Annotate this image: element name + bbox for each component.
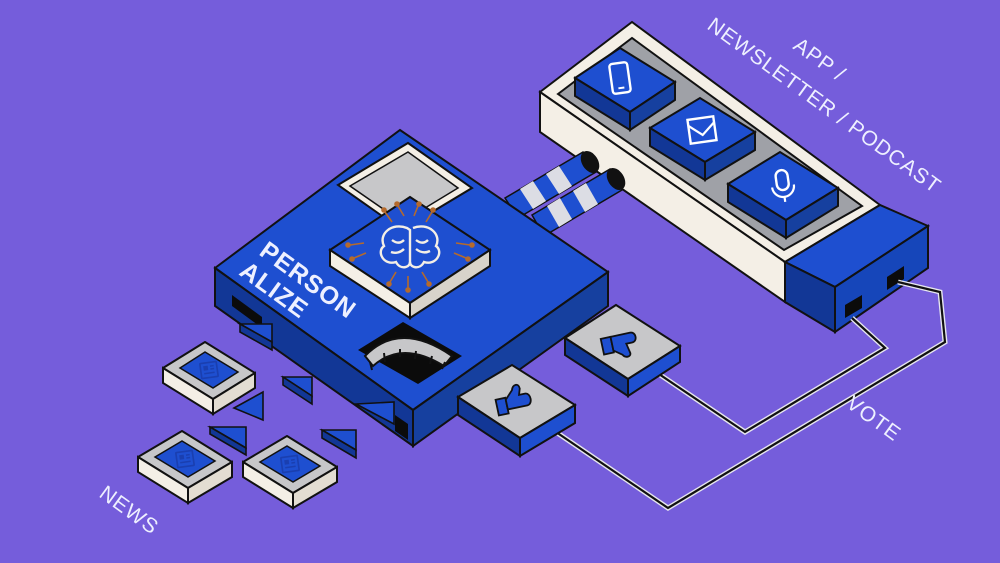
smartphone-icon [608,61,632,95]
newsletter-key[interactable] [648,96,757,182]
vote-thumbs-down-block[interactable] [563,303,682,398]
microphone-icon [771,168,796,202]
thumbs-down-icon [599,331,637,358]
rack-connector [782,203,931,334]
brain-icon [379,225,441,269]
pipe-upper [503,150,600,220]
gear-icon [363,337,454,371]
pipes [503,150,626,238]
circuit-traces [345,201,475,293]
ai-chip [328,195,492,320]
app-key[interactable] [573,46,677,132]
wires [554,279,948,511]
flow-arrows [207,322,395,460]
channel-rack [538,20,931,334]
news-tile [137,430,233,505]
news-label: NEWS [95,481,163,539]
news-tile [162,341,256,416]
envelope-icon [686,114,718,146]
news-tile [242,435,338,510]
vote-thumbs-up-block[interactable] [456,363,577,458]
vote-label: VOTE [842,391,905,446]
podcast-key[interactable] [726,150,840,240]
thumbs-up-icon [494,383,532,417]
